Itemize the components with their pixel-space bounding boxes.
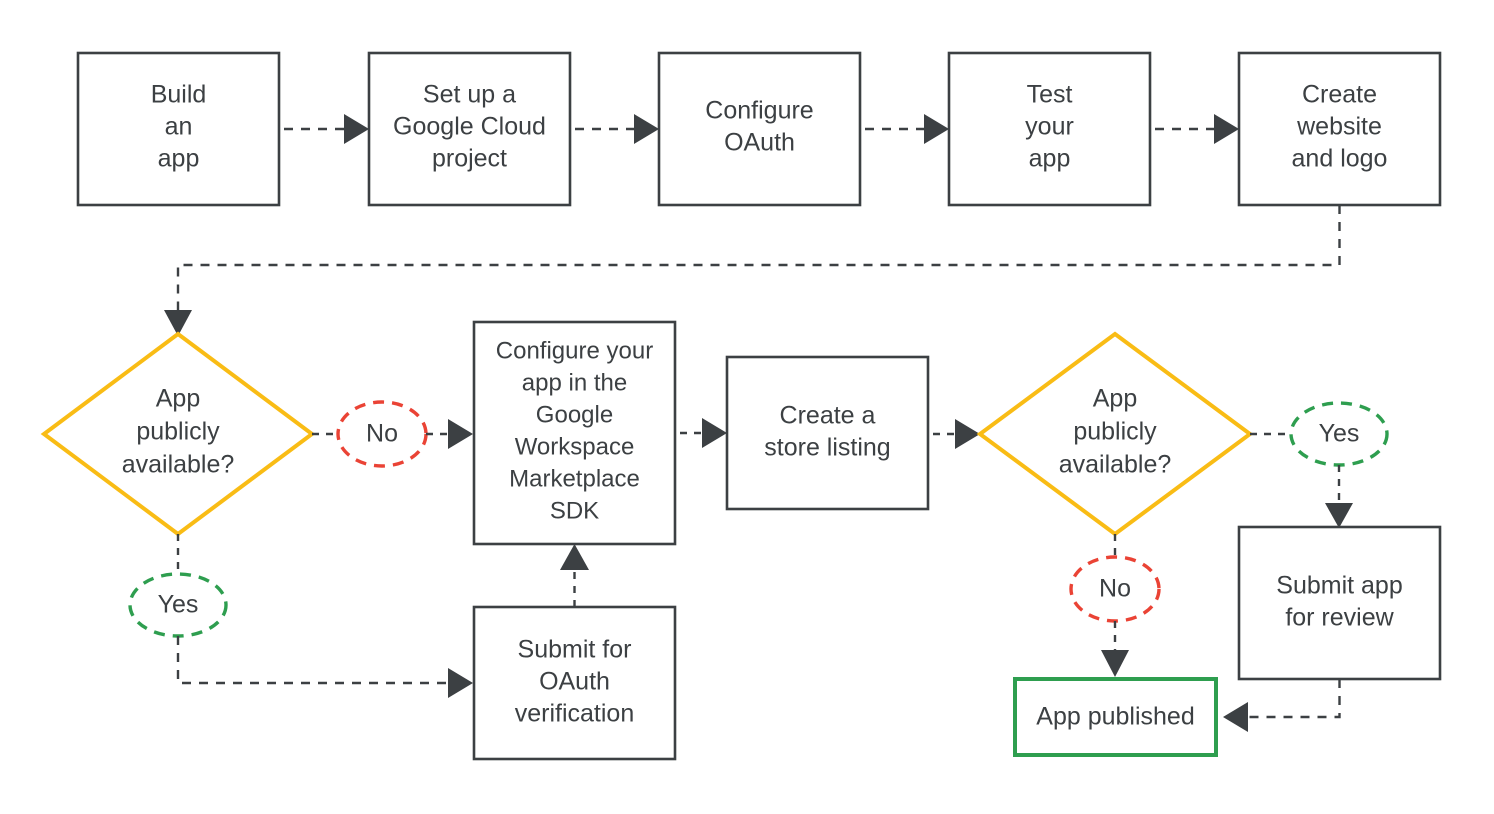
node-app-published[interactable]: App published (1013, 677, 1218, 757)
edge-decision-one-yes: Yes (128, 534, 473, 698)
node-store-listing-line2: store listing (764, 434, 890, 462)
node-submit-review-shape (1237, 525, 1442, 681)
edge-submit-review-to-published (1223, 679, 1341, 732)
node-gcp-project-line1: Set up a (423, 81, 516, 109)
node-configure-oauth-line1: Configure (705, 97, 813, 125)
node-gcp-project-line3: project (432, 145, 507, 173)
node-decision-one-line2: publicly (136, 418, 220, 446)
node-website-logo-line1: Create (1302, 81, 1377, 109)
edge-website-to-decision-one (164, 205, 1341, 336)
node-test-app-line3: app (1029, 145, 1071, 173)
node-configure-sdk-line1: Configure your (496, 337, 653, 364)
node-decision-two-line3: available? (1059, 451, 1172, 479)
node-test-app-line2: your (1025, 113, 1074, 141)
node-oauth-verification-line2: OAuth (539, 668, 610, 696)
node-gcp-project-shape (367, 51, 572, 207)
node-build-app-line3: app (158, 145, 200, 173)
node-configure-sdk-line6: SDK (550, 497, 599, 524)
edge-decision-one-no: No (312, 400, 473, 468)
node-build-app[interactable]: Build an app (76, 51, 281, 207)
node-configure-sdk-line4: Workspace (515, 433, 635, 460)
node-app-published-shape (1013, 677, 1218, 757)
node-decision-two-line2: publicly (1073, 418, 1157, 446)
node-submit-review-line1: Submit app (1276, 572, 1402, 600)
node-configure-sdk-line3: Google (536, 401, 613, 428)
node-configure-oauth-shape (657, 51, 862, 207)
edge-label-decision-two-no: No (1099, 575, 1131, 603)
node-build-app-line2: an (165, 113, 193, 141)
node-configure-oauth[interactable]: Configure OAuth (657, 51, 862, 207)
edge-build-to-gcp (284, 114, 369, 144)
node-submit-review-line2: for review (1285, 604, 1394, 632)
node-configure-oauth-line2: OAuth (724, 129, 795, 157)
node-decision-one-line1: App (156, 385, 200, 413)
edge-label-decision-two-yes: Yes (1319, 420, 1360, 448)
edge-store-listing-to-decision-two (933, 419, 980, 449)
node-build-app-shape (76, 51, 281, 207)
node-decision-two-line1: App (1093, 385, 1137, 413)
edge-sdk-to-store-listing (680, 418, 727, 448)
edge-label-decision-one-no: No (366, 420, 398, 448)
edge-decision-two-yes: Yes (1250, 401, 1389, 528)
node-configure-sdk-shape (472, 320, 677, 546)
node-oauth-verification[interactable]: Submit for OAuth verification (472, 605, 677, 761)
edge-label-decision-one-yes: Yes (158, 591, 199, 619)
edge-decision-two-no: No (1069, 534, 1161, 677)
node-build-app-line1: Build (151, 81, 207, 109)
node-decision-one-line3: available? (122, 451, 235, 479)
edge-test-to-website (1155, 114, 1239, 144)
node-app-published-label: App published (1036, 703, 1194, 731)
node-website-logo-line2: website (1296, 113, 1382, 141)
node-configure-sdk-line5: Marketplace (509, 465, 640, 492)
node-test-app[interactable]: Test your app (947, 51, 1152, 207)
node-oauth-verification-shape (472, 605, 677, 761)
node-store-listing[interactable]: Create a store listing (725, 355, 930, 511)
node-configure-sdk[interactable]: Configure your app in the Google Workspa… (472, 320, 677, 546)
edge-gcp-to-oauth (575, 114, 659, 144)
node-store-listing-shape (725, 355, 930, 511)
node-test-app-shape (947, 51, 1152, 207)
node-website-logo[interactable]: Create website and logo (1237, 51, 1442, 207)
node-test-app-line1: Test (1027, 81, 1073, 109)
edge-oauth-verification-to-sdk (560, 544, 589, 607)
node-configure-sdk-line2: app in the (522, 369, 627, 396)
node-gcp-project[interactable]: Set up a Google Cloud project (367, 51, 572, 207)
node-website-logo-line3: and logo (1292, 145, 1388, 173)
node-gcp-project-line2: Google Cloud (393, 113, 546, 141)
edge-oauth-to-test (865, 114, 949, 144)
node-oauth-verification-line1: Submit for (518, 636, 632, 664)
node-decision-two[interactable]: App publicly available? (976, 331, 1254, 537)
node-decision-one[interactable]: App publicly available? (40, 331, 316, 537)
node-store-listing-line1: Create a (780, 402, 876, 430)
node-submit-review[interactable]: Submit app for review (1237, 525, 1442, 681)
node-oauth-verification-line3: verification (515, 700, 635, 728)
